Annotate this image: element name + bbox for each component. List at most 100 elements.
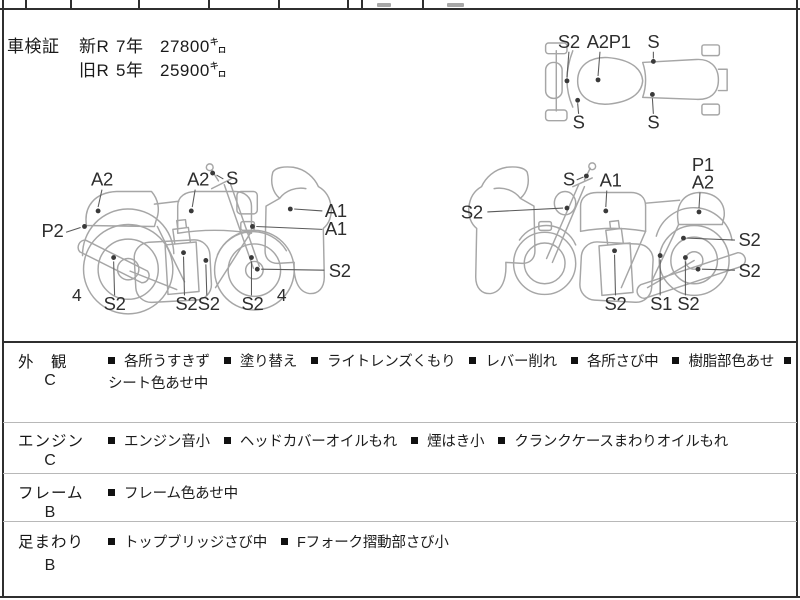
headlight (236, 190, 259, 215)
item-text: ヘッドカバーオイルもれ (239, 433, 398, 450)
fuel-tank (176, 190, 253, 235)
tread-depth-label: 4 (277, 285, 287, 305)
front-wheel-top (544, 61, 563, 100)
damage-label: S2 (175, 293, 197, 314)
tank-seat-top (576, 56, 644, 105)
damage-label: A1 (325, 218, 347, 239)
table-row: 外 観 C 各所うすきず 塗り替え ライトレンズくもり レバー削れ 各所さび中 … (3, 344, 797, 422)
row-grade: B (44, 557, 56, 574)
item-text: 各所うすきず (124, 353, 210, 370)
front-fork (545, 184, 586, 264)
bottom-border-line (0, 596, 800, 598)
table-grid-fragment (347, 0, 349, 9)
damage-label: S2 (104, 293, 126, 314)
leader-lines (65, 51, 735, 296)
item-text: エンジン音小 (124, 433, 210, 450)
front-fairing (264, 166, 332, 295)
row-label: 外 観 (18, 354, 68, 371)
damage-label: S2 (461, 202, 483, 223)
row-items: フレーム色あせ中 (108, 482, 793, 502)
item-text: 煙はき小 (427, 433, 485, 450)
table-grid-fragment (70, 0, 72, 9)
table-grid-fragment (208, 0, 210, 9)
damage-label: A2P1 (587, 31, 631, 52)
item-bullet-icon (784, 356, 792, 364)
table-grid-fragment (138, 0, 140, 9)
damage-label: S1 (650, 293, 672, 314)
table-grid-fragment (361, 0, 363, 9)
table-grid-fragment (422, 0, 424, 9)
table-grid-fragment (25, 0, 27, 9)
old-reg-year: 5年 (116, 61, 144, 80)
front-fender (216, 230, 288, 256)
item-bullet-icon (223, 356, 231, 364)
seat-line (153, 200, 180, 205)
item-bullet-icon (108, 537, 115, 545)
table-top-line (2, 341, 796, 343)
items-line: 各所うすきず 塗り替え ライトレンズくもり レバー削れ 各所さび中 樹脂部色あせ (108, 350, 793, 370)
damage-label: S (573, 111, 585, 132)
item-text: ライトレンズくもり (327, 353, 456, 370)
row-grade: B (44, 504, 56, 521)
item-bullet-icon (469, 356, 477, 364)
row-label: エンジン (18, 433, 85, 450)
damage-label: S2 (558, 31, 580, 52)
clipped-text-fragment (447, 3, 464, 7)
item-text: 塗り替え (239, 353, 298, 370)
damage-label: S2 (677, 293, 699, 314)
damage-label: S (226, 168, 238, 189)
damage-label: S2 (738, 260, 760, 281)
left-border-line (2, 0, 4, 598)
tread-depth-label: 4 (72, 285, 82, 305)
front-fork (223, 182, 260, 269)
exhaust-muffler (636, 251, 747, 300)
item-bullet-icon (570, 356, 578, 364)
bike-left-side-sketch (468, 162, 747, 304)
item-text: レバー削れ (485, 353, 557, 370)
footpeg-top (701, 103, 721, 116)
engine-guard (579, 241, 654, 304)
table-grid-fragment (278, 0, 280, 9)
header-divider-line (0, 8, 800, 10)
rear-hub (684, 250, 704, 270)
items-line: フレーム色あせ中 (108, 482, 793, 502)
new-reg-year: 7年 (116, 37, 144, 56)
front-rim (227, 243, 282, 298)
row-items: エンジン音小 ヘッドカバーオイルもれ 煙はき小 クランクケースまわりオイルもれ (108, 430, 793, 450)
front-fender (518, 224, 577, 246)
engine-block (164, 241, 200, 296)
item-bullet-icon (108, 488, 115, 496)
item-bullet-icon (498, 436, 506, 444)
rear-rim (97, 238, 160, 301)
turn-signal (538, 220, 553, 232)
footpeg-top (701, 44, 721, 57)
row-grade: C (44, 372, 56, 389)
exhaust-muffler (77, 239, 150, 284)
damage-label: S (647, 31, 659, 52)
item-text: 各所さび中 (586, 353, 659, 370)
damage-label: S2 (329, 260, 351, 281)
item-bullet-icon (411, 436, 419, 444)
mirror (205, 163, 214, 172)
headlight (553, 190, 577, 216)
right-border-line (796, 0, 798, 598)
rear-fender (81, 208, 175, 257)
item-text: シート色あせ中 (108, 375, 209, 392)
item-text: 樹脂部色あせ (688, 353, 775, 370)
front-hub (244, 260, 264, 280)
tail-top (717, 68, 728, 92)
old-reg-km: 25900㌔ (160, 61, 228, 80)
new-reg-label: 新R (79, 37, 110, 56)
damage-label: A2 (91, 169, 113, 190)
row-items: トップブリッジさび中 Fフォーク摺動部さび小 (108, 531, 793, 551)
table-row: エンジン C エンジン音小 ヘッドカバーオイルもれ 煙はき小 クランクケースまわ… (3, 422, 797, 473)
item-bullet-icon (108, 356, 115, 364)
engine-block (598, 242, 634, 297)
row-label: フレーム (18, 485, 84, 502)
items-line: シート色あせ中 (108, 372, 793, 392)
table-row: 足まわり B トップブリッジさび中 Fフォーク摺動部さび小 (3, 521, 797, 599)
item-bullet-icon (281, 537, 288, 545)
damage-label: A1 (600, 170, 622, 191)
damage-label: A1 (325, 200, 347, 221)
old-reg-label: 旧R (79, 61, 110, 80)
